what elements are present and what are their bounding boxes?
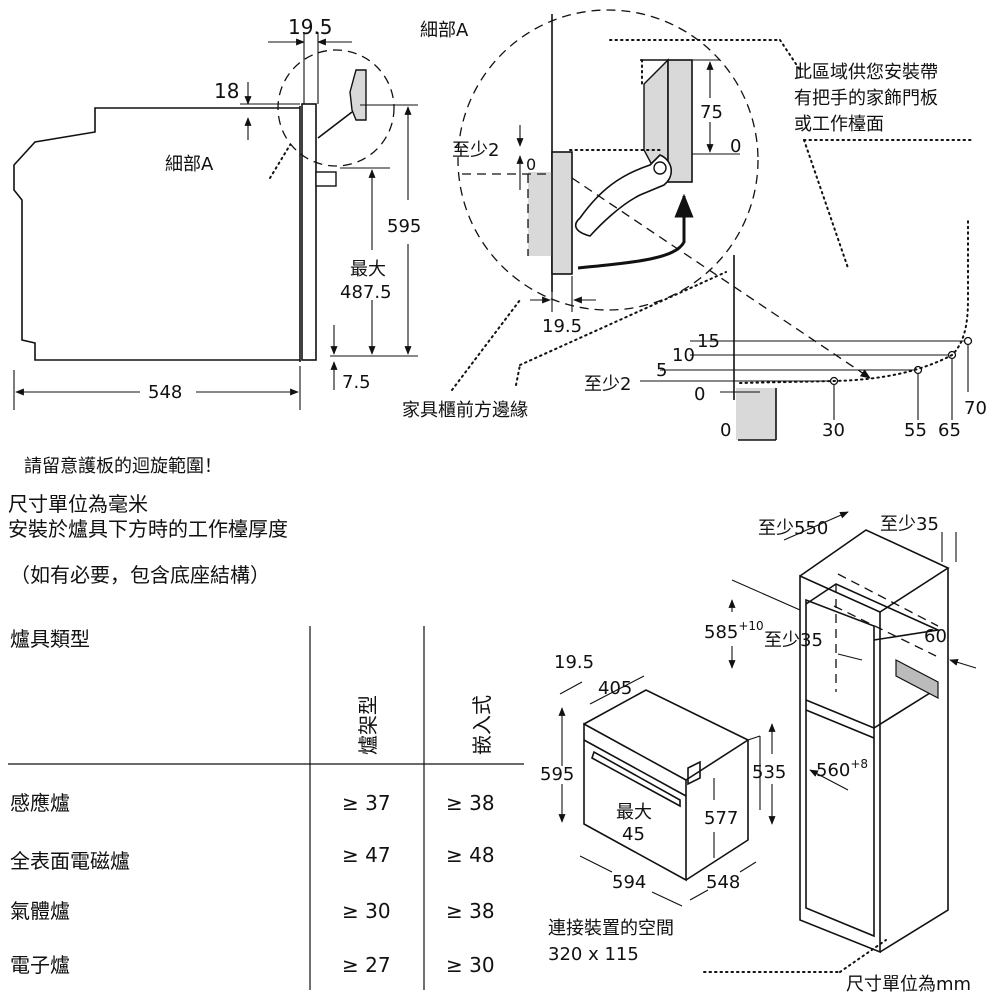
dim-0-detail: 0 <box>730 136 741 157</box>
detail-a-circle <box>277 49 395 167</box>
row-v1-electric: ≥ 27 <box>342 953 391 977</box>
row-name-gas: 氣體爐 <box>10 899 70 923</box>
row-v1-induction: ≥ 37 <box>342 791 391 815</box>
detail-a-enlarged-circle <box>457 9 759 311</box>
dim-75: 75 <box>700 102 723 123</box>
y-label-min2: 至少2 <box>584 374 631 395</box>
oven-handle <box>315 171 337 187</box>
tall-cabinet: 至少550 至少35 585+10 至少35 60 560+8 <box>704 511 977 954</box>
oven-door-detail <box>551 151 573 275</box>
oven-isometric: 19.5 405 595 最大 45 577 535 594 548 連接裝置的… <box>540 652 786 965</box>
oven-door <box>301 103 317 361</box>
dim-560-sup: +8 <box>850 757 868 771</box>
note-line-3: 或工作檯面 <box>794 114 884 135</box>
dim-585-sup: +10 <box>738 619 763 633</box>
note-line-2: 有把手的家飾門板 <box>794 88 938 109</box>
row-v2-fullsurface: ≥ 48 <box>446 843 495 867</box>
row-name-induction: 感應爐 <box>10 791 70 815</box>
swing-range-view: 15 10 5 至少2 0 0 30 55 65 70 <box>571 177 987 441</box>
row-v1-gas: ≥ 30 <box>342 899 391 923</box>
table-header: 爐具類型 <box>10 627 90 651</box>
dim-19-5-iso: 19.5 <box>554 652 594 673</box>
detail-a-view: 細部A 至少2 0 75 0 19.5 此區域供您安裝帶 有把手的家飾門板 <box>402 9 973 421</box>
row-v2-induction: ≥ 38 <box>446 791 495 815</box>
zero-small-detail: 0 <box>526 155 536 174</box>
parenthetical-note: （如有必要，包含底座結構） <box>10 563 270 587</box>
dim-560-value: 560 <box>816 760 850 781</box>
y-label-0: 0 <box>694 384 705 405</box>
units-line-1: 尺寸單位為毫米 <box>8 492 148 516</box>
detail-a-label-left: 細部A <box>165 154 214 175</box>
swing-arrow <box>577 193 694 270</box>
y-label-15: 15 <box>697 331 720 352</box>
row-v1-fullsurface: ≥ 47 <box>342 843 391 867</box>
footer-units: 尺寸單位為mm <box>846 974 971 995</box>
dim-405-iso: 405 <box>598 678 632 699</box>
y-label-5: 5 <box>656 360 667 381</box>
conn-space-size: 320 x 115 <box>548 944 639 965</box>
swing-trajectory <box>739 219 969 384</box>
col-builtin: 嵌入式 <box>470 695 494 755</box>
row-name-fullsurface: 全表面電磁爐 <box>10 849 130 873</box>
x-label-0: 0 <box>720 420 731 441</box>
max-45: 45 <box>622 824 645 845</box>
x-label-70: 70 <box>964 398 987 419</box>
min35-top: 至少35 <box>880 514 939 535</box>
max-label-iso: 最大 <box>616 802 652 823</box>
dim-60: 60 <box>924 626 947 647</box>
cabinet-vent-hatch <box>895 659 939 699</box>
dim-585-value: 585 <box>704 622 738 643</box>
swing-direction-arrow <box>571 177 871 379</box>
dim-585: 585+10 <box>704 619 764 643</box>
side-view: 19.5 18 細部A 595 最大 487.5 7.5 548 <box>13 15 421 410</box>
worktop-thickness-table: 爐具類型 爐架型 嵌入式 感應爐 ≥ 37 ≥ 38 全表面電磁爐 ≥ 47 ≥… <box>8 626 524 990</box>
min35-mid: 至少35 <box>764 630 823 651</box>
x-label-55: 55 <box>904 420 927 441</box>
dim-548-side: 548 <box>148 382 182 403</box>
dim-535: 535 <box>752 762 786 783</box>
units-line-2: 安裝於爐具下方時的工作檯厚度 <box>8 517 288 541</box>
col-freestanding: 爐架型 <box>356 695 380 755</box>
conn-space-label: 連接裝置的空間 <box>548 918 674 939</box>
y-label-10: 10 <box>672 345 695 366</box>
dim-548-iso: 548 <box>706 872 740 893</box>
min2-detail: 至少2 <box>452 140 499 161</box>
row-v2-gas: ≥ 38 <box>446 899 495 923</box>
x-label-30: 30 <box>822 420 845 441</box>
oven-body-outline <box>13 107 300 361</box>
dim-595-side: 595 <box>387 216 421 237</box>
swing-note: 請留意護板的迴旋範圍！ <box>24 456 222 477</box>
cabinet-edge-label: 家具櫃前方邊緣 <box>402 400 528 421</box>
min550: 至少550 <box>758 518 828 539</box>
detail-a-title: 細部A <box>420 20 469 41</box>
dim-19-5-detail: 19.5 <box>542 316 582 337</box>
dim-594: 594 <box>612 872 646 893</box>
dim-595-iso: 595 <box>540 764 574 785</box>
max-label-side: 最大 <box>350 259 386 280</box>
detail-mini-panel <box>349 69 367 121</box>
x-label-65: 65 <box>938 420 961 441</box>
dim-18: 18 <box>214 79 239 103</box>
note-line-1: 此區域供您安裝帶 <box>794 62 938 83</box>
dim-577: 577 <box>704 808 738 829</box>
row-name-electric: 電子爐 <box>10 953 70 977</box>
row-v2-electric: ≥ 30 <box>446 953 495 977</box>
max-487-5: 487.5 <box>340 282 392 303</box>
dim-19-5-top: 19.5 <box>288 15 333 39</box>
dim-560: 560+8 <box>816 757 868 781</box>
hinge-arm <box>574 154 672 237</box>
dim-7-5: 7.5 <box>342 372 371 393</box>
